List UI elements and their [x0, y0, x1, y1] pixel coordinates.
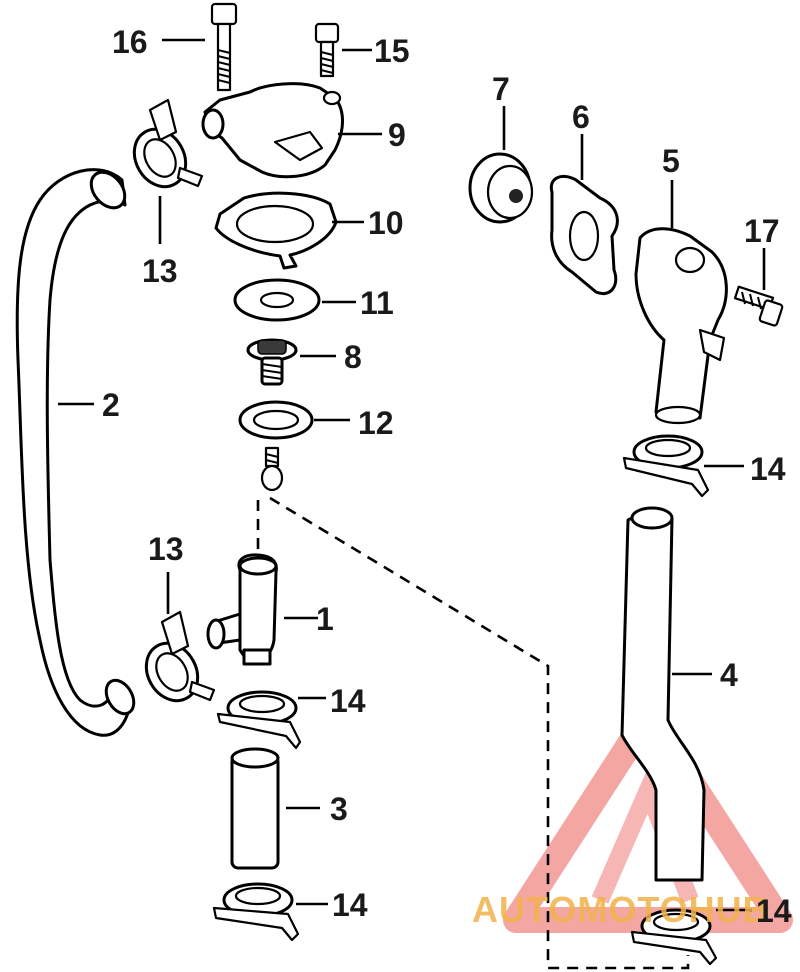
callout-1: 1: [316, 601, 334, 637]
callout-5: 5: [662, 143, 680, 179]
callout-10: 10: [368, 205, 404, 241]
callout-8: 8: [344, 339, 362, 375]
hose-clamp-part-14-left-upper: [216, 690, 302, 750]
callout-13-bottom: 13: [148, 531, 184, 567]
dashed-connection-line: [256, 496, 690, 970]
thermostat-cover-part-9: [201, 82, 344, 179]
callout-11: 11: [360, 285, 394, 321]
bolt-part-17: [733, 285, 784, 327]
callout-13-top: 13: [142, 253, 178, 289]
watermark-text: AUTOMOTOHUB: [472, 889, 770, 930]
hose-clamp-part-14-left-lower: [212, 882, 300, 942]
callout-14-right-lower: 14: [756, 893, 792, 929]
callout-14-right-upper: 14: [750, 451, 786, 487]
callout-3: 3: [330, 791, 348, 827]
hose-clamp-part-13-bottom: [144, 610, 216, 703]
callout-7: 7: [492, 71, 510, 107]
hose-part-2: [15, 168, 136, 737]
bent-hose-part-4: [620, 506, 706, 882]
thermostat-part-8: [246, 338, 298, 386]
callout-16: 16: [112, 24, 148, 60]
callout-4: 4: [720, 657, 738, 693]
callout-9: 9: [388, 117, 406, 153]
gasket-part-10: [214, 191, 338, 270]
valve-part-7: [468, 152, 534, 224]
callout-2: 2: [102, 387, 120, 423]
seal-ring-part-12: [238, 400, 314, 440]
callout-14-left-lower: 14: [332, 887, 368, 923]
tee-fitting-part-1: [206, 553, 278, 666]
callout-labels: 16 15 9 13 10 11 8 12 2 13 1 14 3 14 7 6…: [102, 24, 792, 929]
short-hose-part-3: [230, 747, 280, 870]
small-screw: [260, 446, 284, 492]
callout-6: 6: [572, 99, 590, 135]
callout-12: 12: [358, 405, 394, 441]
leader-lines: [58, 38, 766, 912]
hose-clamp-part-13-top: [132, 98, 204, 189]
hose-clamp-part-14-right-upper: [622, 434, 710, 498]
bolt-part-15: [314, 22, 340, 78]
callout-14-left-upper: 14: [330, 683, 366, 719]
callout-17: 17: [744, 213, 780, 249]
hose-clamp-part-14-right-lower: [630, 908, 718, 966]
seal-ring-part-11: [233, 278, 321, 322]
bolt-part-16: [210, 2, 238, 92]
elbow-outlet-part-5: [634, 227, 728, 425]
callout-15: 15: [374, 33, 410, 69]
gasket-part-6: [549, 175, 619, 295]
